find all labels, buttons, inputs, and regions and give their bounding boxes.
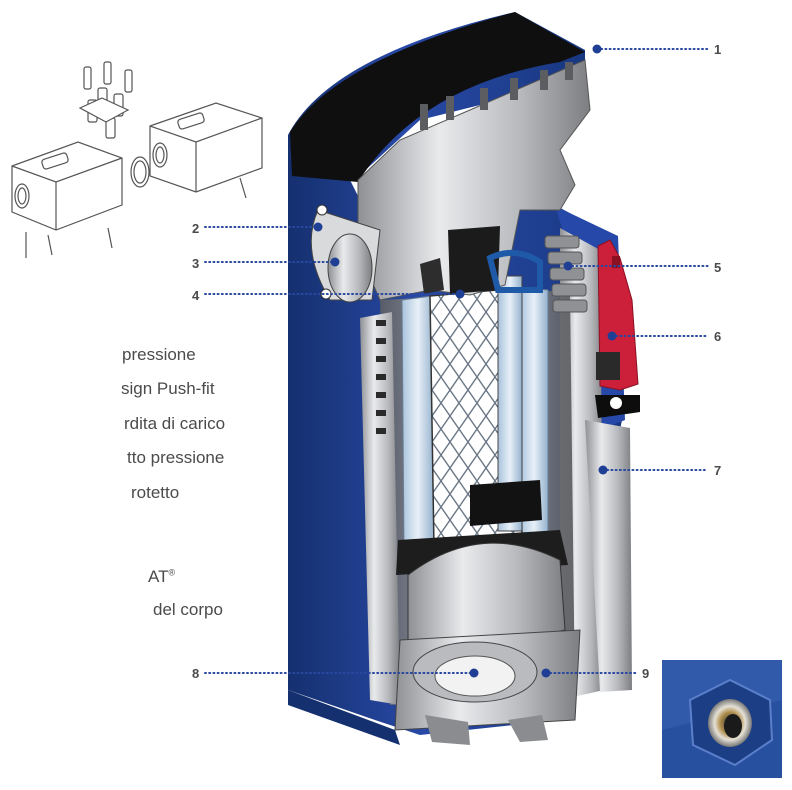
inset-photo-drain-fitting [662, 660, 782, 778]
feature-line-5: rotetto [131, 483, 180, 502]
exploded-connector-sketch [11, 61, 263, 258]
anchor-dot-4 [455, 289, 465, 299]
anchor-dot-1 [592, 44, 602, 54]
callout-2: 2 [192, 221, 200, 236]
anchor-dot-8 [469, 668, 479, 678]
cartridge-outer [401, 295, 435, 553]
bowl-wall-left [360, 312, 400, 705]
anchor-dot-7 [598, 465, 608, 475]
feature-line-7: del corpo [153, 600, 223, 619]
callout-9: 9 [642, 666, 650, 681]
head-metal-interior [357, 59, 591, 301]
registered-mark: ® [168, 567, 176, 578]
anchor-dot-6 [607, 331, 617, 341]
callout-1: 1 [714, 42, 722, 57]
callout-5: 5 [714, 260, 722, 275]
callout-3: 3 [192, 256, 200, 271]
callout-4: 4 [192, 288, 200, 303]
feature-line-6: AT® [148, 567, 176, 586]
feature-line-2: sign Push-fit [121, 379, 215, 398]
anchor-dot-9 [541, 668, 551, 678]
callout-7: 7 [714, 463, 722, 478]
callout-8: 8 [192, 666, 200, 681]
filter-body [288, 12, 640, 745]
feature-line-1: pressione [122, 345, 196, 364]
anchor-dot-2 [313, 222, 323, 232]
anchor-dot-3 [330, 257, 340, 267]
feature-line-3: rdita di carico [124, 414, 226, 433]
callout-6: 6 [714, 329, 722, 344]
anchor-dot-5 [563, 261, 573, 271]
feature-line-4: tto pressione [127, 448, 225, 467]
